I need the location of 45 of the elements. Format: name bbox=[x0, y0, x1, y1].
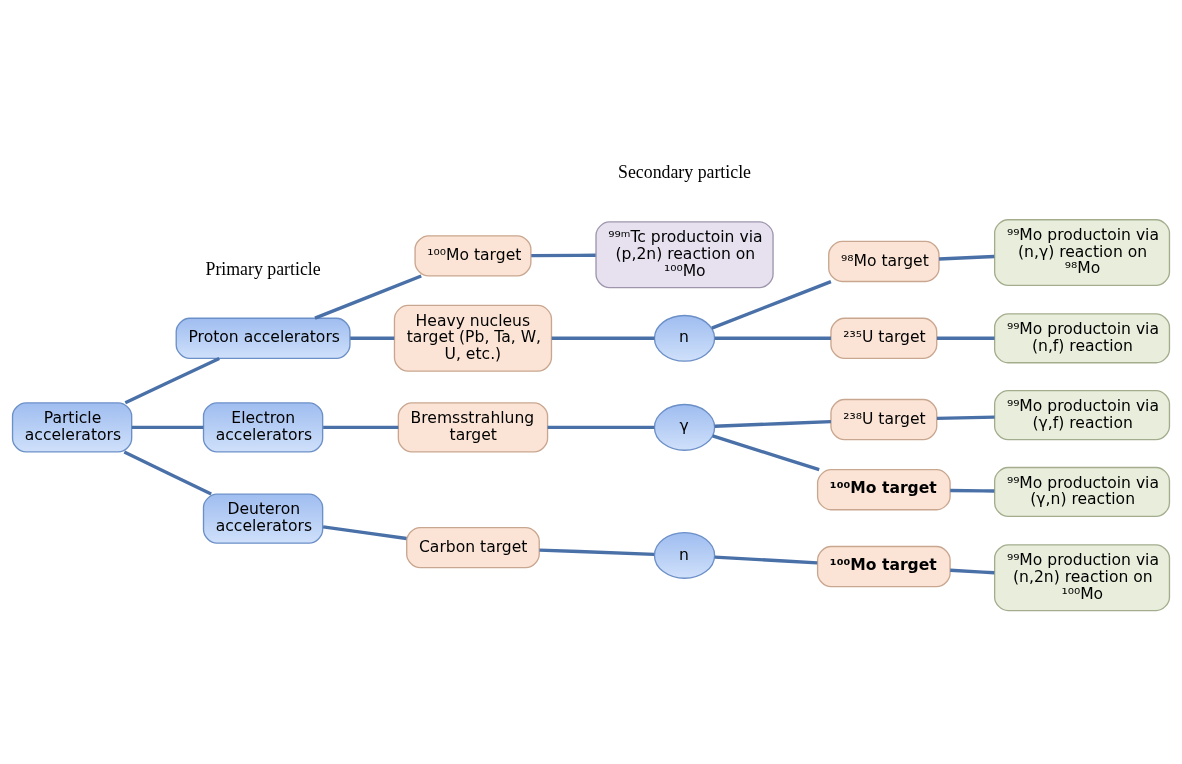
connector bbox=[714, 419, 831, 428]
node-ellipse: n bbox=[653, 531, 716, 579]
connector bbox=[131, 425, 204, 430]
connector bbox=[950, 568, 995, 575]
node-box: ¹⁰⁰Mo target bbox=[414, 235, 532, 277]
connector bbox=[123, 450, 212, 496]
node-box: Electron accelerators bbox=[202, 402, 324, 453]
node-ellipse: n bbox=[653, 314, 716, 362]
node-box: ¹⁰⁰Mo target bbox=[816, 469, 951, 511]
node-box: ²³⁵U target bbox=[830, 317, 938, 359]
connector bbox=[936, 336, 995, 340]
node-box: Particle accelerators bbox=[11, 402, 133, 453]
connector bbox=[711, 280, 832, 330]
node-box: Proton accelerators bbox=[175, 317, 351, 359]
connector bbox=[712, 434, 820, 472]
node-box: Deuteron accelerators bbox=[202, 493, 324, 544]
connector bbox=[714, 555, 818, 565]
node-ellipse: γ bbox=[653, 403, 716, 451]
connector bbox=[950, 488, 995, 493]
connector bbox=[314, 274, 422, 320]
node-box: ⁹⁹Mo productoin via (n,f) reaction bbox=[993, 313, 1171, 364]
node-box: ⁹⁹Mo productoin via (γ,n) reaction bbox=[993, 466, 1171, 518]
node-box: ⁹⁹Mo productoin via (γ,f) reaction bbox=[993, 389, 1171, 441]
label: Primary particle bbox=[205, 258, 321, 279]
connector bbox=[350, 336, 395, 340]
connector bbox=[323, 425, 399, 430]
node-box: ⁹⁸Mo target bbox=[828, 240, 940, 283]
connector bbox=[539, 548, 655, 556]
connector bbox=[124, 356, 220, 405]
node-box: Carbon target bbox=[406, 526, 540, 569]
node-box: Bremsstrahlung target bbox=[397, 402, 549, 453]
node-box: ⁹⁹Mo production via (n,2n) reaction on ¹⁰⁰Mo bbox=[993, 544, 1171, 612]
connector bbox=[531, 253, 596, 258]
node-box: ⁹⁹Mo productoin via (n,γ) reaction on ⁹⁸Mo bbox=[993, 219, 1171, 287]
label: Secondary particle bbox=[618, 161, 751, 182]
node-box: ¹⁰⁰Mo target bbox=[816, 545, 951, 588]
connector bbox=[551, 336, 655, 340]
connector bbox=[322, 525, 407, 541]
node-box: ²³⁸U target bbox=[830, 398, 938, 441]
node-box: ⁹⁹ᵐTc productoin via (p,2n) reaction on ¹⁰⁰Mo bbox=[595, 221, 774, 289]
connector bbox=[547, 425, 655, 430]
connector bbox=[714, 336, 831, 340]
connector bbox=[936, 415, 995, 421]
connector bbox=[938, 254, 995, 261]
node-box: Heavy nucleus target (Pb, Ta, W, U, etc.) bbox=[393, 304, 553, 372]
